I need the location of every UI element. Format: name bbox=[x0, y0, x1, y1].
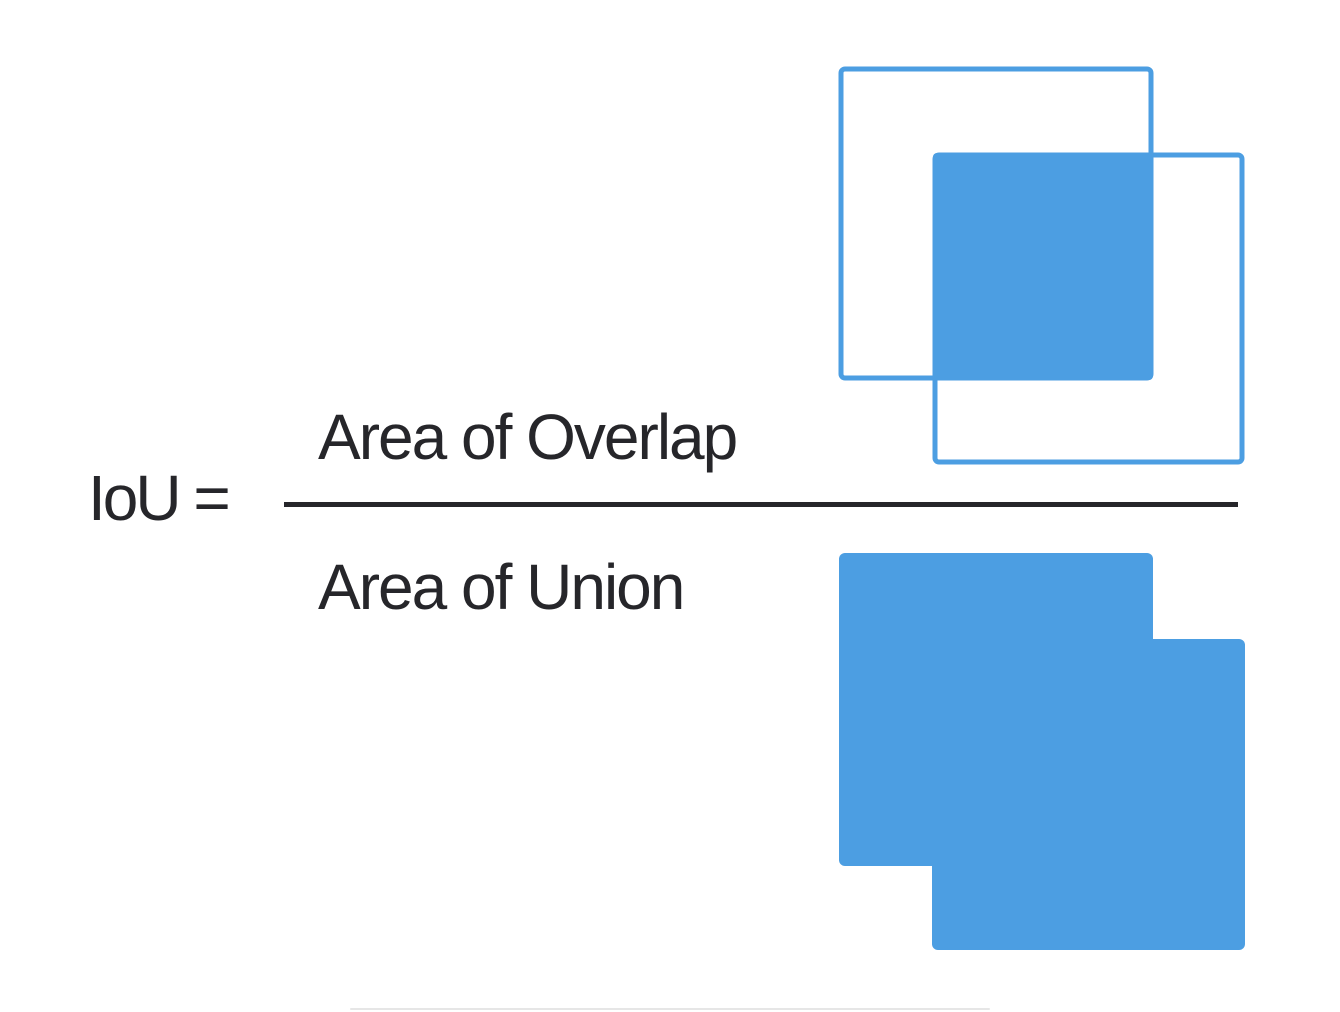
union-illustration bbox=[839, 553, 1245, 950]
bottom-edge-line bbox=[350, 1008, 990, 1010]
overlap-illustration bbox=[838, 66, 1245, 465]
iou-equals-label: IoU = bbox=[88, 462, 231, 534]
overlap-region bbox=[933, 153, 1153, 380]
union-box-b bbox=[932, 639, 1245, 950]
denominator-label: Area of Union bbox=[318, 551, 685, 623]
fraction-bar bbox=[284, 502, 1238, 507]
numerator-label: Area of Overlap bbox=[318, 401, 738, 473]
